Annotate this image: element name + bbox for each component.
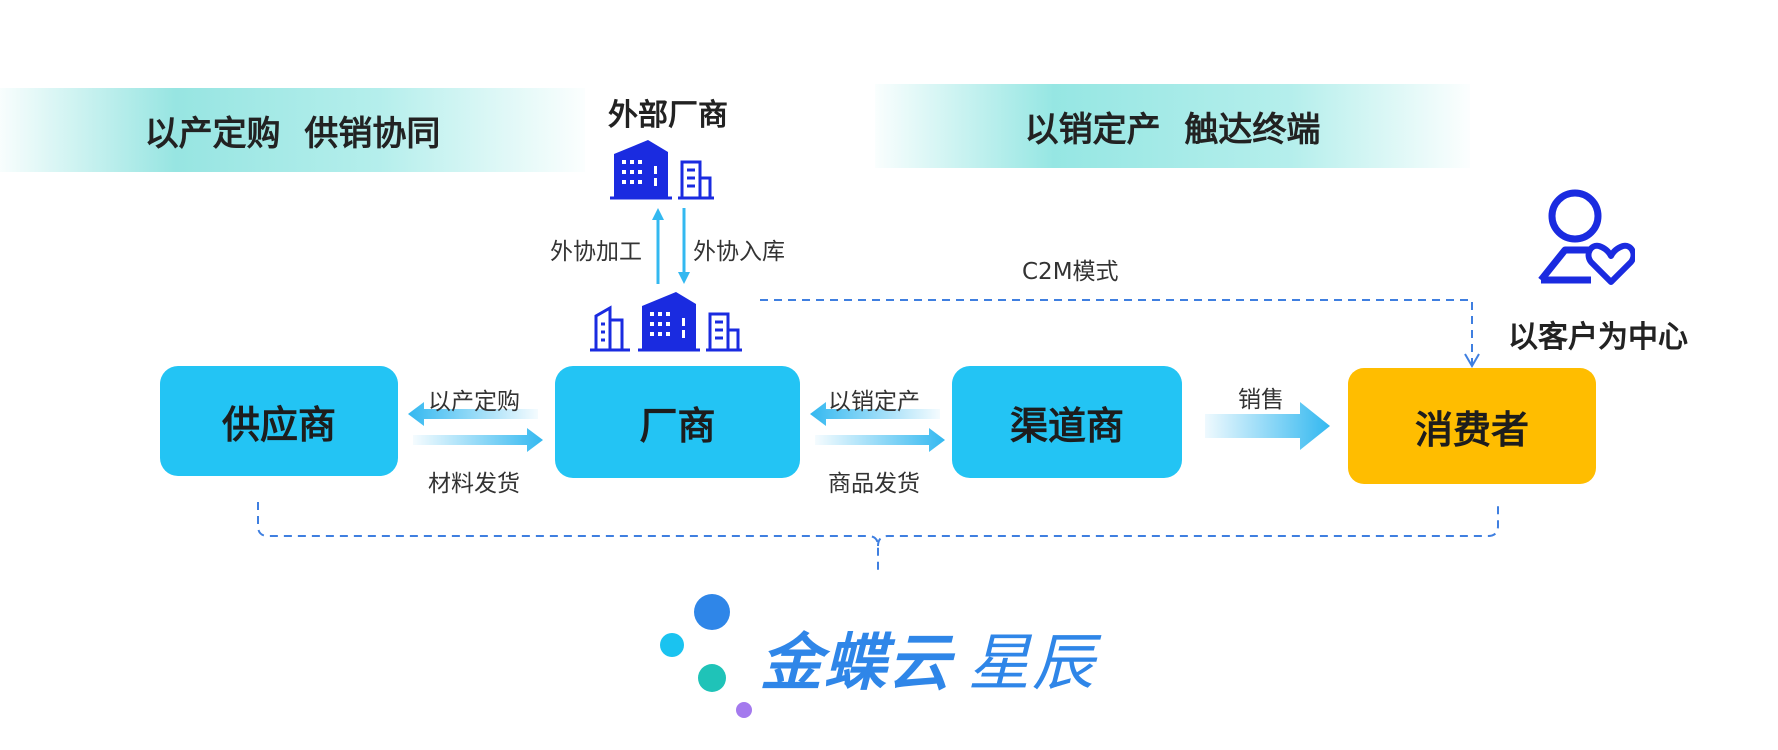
external-buildings-icon [610, 140, 714, 200]
manufacturer-label: 厂商 [639, 403, 716, 448]
manufacturer-node: 厂商 [555, 366, 800, 478]
platform-brace [257, 502, 1499, 570]
brand-sub-text: 星辰 [968, 626, 1097, 699]
material-shipment-label: 材料发货 [428, 471, 520, 497]
manufacturer-buildings-icon [590, 292, 742, 352]
sales-label: 销售 [1238, 387, 1284, 413]
channel-label: 渠道商 [1009, 403, 1124, 448]
customer-center-label: 以客户为中心 [1508, 320, 1688, 355]
manufacturer-channel-arrows [810, 402, 945, 452]
banner-left-text: 以产定购 供销协同 [144, 113, 441, 154]
consumer-node: 消费者 [1348, 368, 1596, 484]
external-vendor-title: 外部厂商 [608, 98, 728, 133]
outsourced-inbound-label: 外协入库 [693, 239, 785, 265]
order-by-production-label: 以产定购 [428, 389, 520, 415]
production-by-sales-label: 以销定产 [828, 389, 920, 415]
sales-arrow [1205, 402, 1330, 450]
supplier-manufacturer-arrows [408, 402, 543, 452]
banner-right-text: 以销定产 触达终端 [1024, 109, 1321, 150]
brand-wordmark: 金蝶云 星辰 [760, 612, 1096, 702]
brand-dots-logo [660, 594, 752, 718]
external-flow-arrows [652, 208, 690, 284]
banner-left: 以产定购 供销协同 [0, 88, 585, 172]
supplier-node: 供应商 [160, 366, 398, 476]
customer-heart-icon [1538, 189, 1635, 285]
supplier-label: 供应商 [221, 402, 336, 447]
c2m-mode-label: C2M模式 [1022, 259, 1119, 285]
consumer-label: 消费者 [1414, 407, 1529, 452]
banner-right: 以销定产 触达终端 [875, 84, 1470, 168]
outsourced-processing-label: 外协加工 [550, 239, 642, 265]
brand-main-text: 金蝶云 [760, 626, 953, 699]
c2m-dashed-line [760, 299, 1480, 368]
channel-node: 渠道商 [952, 366, 1182, 478]
goods-shipment-label: 商品发货 [828, 471, 920, 497]
